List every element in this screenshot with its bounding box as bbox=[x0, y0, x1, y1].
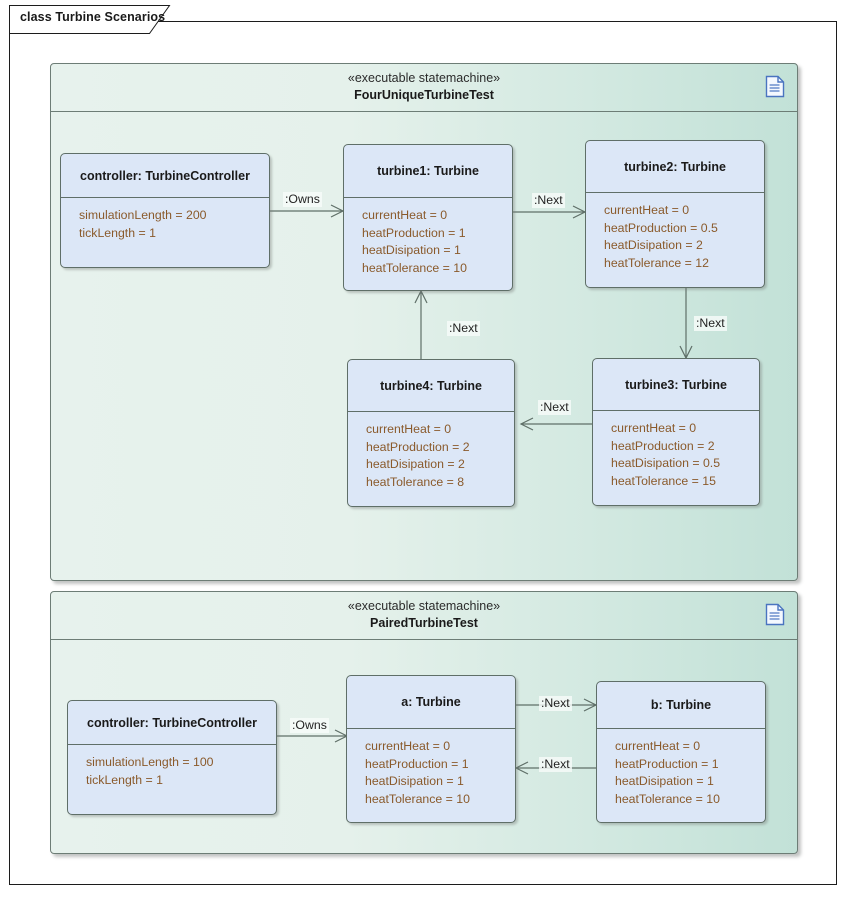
attribute: heatDisipation = 1 bbox=[362, 243, 461, 258]
node-controller1[interactable]: controller: TurbineController simulation… bbox=[60, 153, 270, 268]
connector-label-next[interactable]: :Next bbox=[539, 696, 572, 711]
document-icon[interactable] bbox=[765, 603, 785, 626]
frame-header bbox=[51, 64, 797, 112]
attribute: heatDisipation = 2 bbox=[604, 238, 703, 253]
frame-stereotype: «executable statemachine» bbox=[347, 599, 501, 613]
connector-label-next[interactable]: :Next bbox=[694, 316, 727, 331]
frame-stereotype: «executable statemachine» bbox=[347, 71, 501, 85]
attribute: currentHeat = 0 bbox=[604, 203, 690, 217]
node-attributes: currentHeat = 0 heatProduction = 1 heatD… bbox=[347, 729, 515, 808]
title-tab-shape bbox=[9, 5, 171, 34]
node-title: turbine2: Turbine bbox=[586, 141, 764, 193]
node-attributes: currentHeat = 0 heatProduction = 1 heatD… bbox=[344, 198, 512, 277]
node-attributes: currentHeat = 0 heatProduction = 2 heatD… bbox=[348, 412, 514, 491]
attribute: heatProduction = 0.5 bbox=[604, 220, 718, 235]
node-attributes: currentHeat = 0 heatProduction = 2 heatD… bbox=[593, 411, 759, 490]
node-turbine3[interactable]: turbine3: Turbine currentHeat = 0 heatPr… bbox=[592, 358, 760, 506]
node-title: turbine4: Turbine bbox=[348, 360, 514, 412]
attribute: heatTolerance = 15 bbox=[611, 473, 716, 488]
attribute: heatTolerance = 10 bbox=[615, 791, 720, 806]
attribute: heatProduction = 2 bbox=[366, 439, 470, 454]
attribute: currentHeat = 0 bbox=[366, 422, 452, 436]
node-turbine4[interactable]: turbine4: Turbine currentHeat = 0 heatPr… bbox=[347, 359, 515, 507]
node-b[interactable]: b: Turbine currentHeat = 0 heatProductio… bbox=[596, 681, 766, 823]
attribute: tickLength = 1 bbox=[79, 225, 156, 240]
node-turbine1[interactable]: turbine1: Turbine currentHeat = 0 heatPr… bbox=[343, 144, 513, 291]
node-title: controller: TurbineController bbox=[68, 701, 276, 745]
attribute: heatTolerance = 12 bbox=[604, 255, 709, 270]
attribute: heatDisipation = 1 bbox=[615, 774, 714, 789]
node-attributes: currentHeat = 0 heatProduction = 0.5 hea… bbox=[586, 193, 764, 272]
connector-label-next[interactable]: :Next bbox=[538, 400, 571, 415]
diagram-outer-border bbox=[9, 21, 837, 885]
attribute: heatProduction = 2 bbox=[611, 438, 715, 453]
attribute: heatTolerance = 10 bbox=[365, 791, 470, 806]
node-title: turbine3: Turbine bbox=[593, 359, 759, 411]
attribute: currentHeat = 0 bbox=[365, 739, 451, 753]
attribute: simulationLength = 200 bbox=[79, 208, 207, 222]
attribute: currentHeat = 0 bbox=[615, 739, 701, 753]
node-turbine2[interactable]: turbine2: Turbine currentHeat = 0 heatPr… bbox=[585, 140, 765, 288]
frame-name: FourUniqueTurbineTest bbox=[354, 87, 494, 102]
attribute: heatDisipation = 2 bbox=[366, 457, 465, 472]
attribute: heatProduction = 1 bbox=[362, 225, 466, 240]
attribute: heatTolerance = 8 bbox=[366, 474, 465, 489]
connector-label-owns[interactable]: :Owns bbox=[290, 718, 329, 733]
node-a[interactable]: a: Turbine currentHeat = 0 heatProductio… bbox=[346, 675, 516, 823]
attribute: heatProduction = 1 bbox=[365, 756, 469, 771]
frame-title: «executable statemachine» PairedTurbineT… bbox=[51, 598, 797, 632]
attribute: tickLength = 1 bbox=[86, 772, 163, 787]
frame-title: «executable statemachine» FourUniqueTurb… bbox=[51, 70, 797, 104]
frame-header bbox=[51, 592, 797, 640]
frame-name: PairedTurbineTest bbox=[370, 615, 478, 630]
node-title: controller: TurbineController bbox=[61, 154, 269, 198]
attribute: currentHeat = 0 bbox=[362, 208, 448, 222]
node-attributes: simulationLength = 200 tickLength = 1 bbox=[61, 198, 269, 242]
attribute: heatDisipation = 0.5 bbox=[611, 456, 721, 471]
connector-label-owns[interactable]: :Owns bbox=[283, 192, 322, 207]
node-attributes: simulationLength = 100 tickLength = 1 bbox=[68, 745, 276, 789]
node-controller2[interactable]: controller: TurbineController simulation… bbox=[67, 700, 277, 815]
node-title: b: Turbine bbox=[597, 682, 765, 729]
node-attributes: currentHeat = 0 heatProduction = 1 heatD… bbox=[597, 729, 765, 808]
attribute: simulationLength = 100 bbox=[86, 755, 214, 769]
node-title: a: Turbine bbox=[347, 676, 515, 729]
node-title: turbine1: Turbine bbox=[344, 145, 512, 198]
attribute: heatDisipation = 1 bbox=[365, 774, 464, 789]
document-icon[interactable] bbox=[765, 75, 785, 98]
diagram-title-label: class Turbine Scenarios bbox=[20, 10, 166, 24]
attribute: currentHeat = 0 bbox=[611, 421, 697, 435]
connector-label-next[interactable]: :Next bbox=[532, 193, 565, 208]
connector-label-next[interactable]: :Next bbox=[447, 321, 480, 336]
attribute: heatProduction = 1 bbox=[615, 756, 719, 771]
attribute: heatTolerance = 10 bbox=[362, 260, 467, 275]
connector-label-next[interactable]: :Next bbox=[539, 757, 572, 772]
